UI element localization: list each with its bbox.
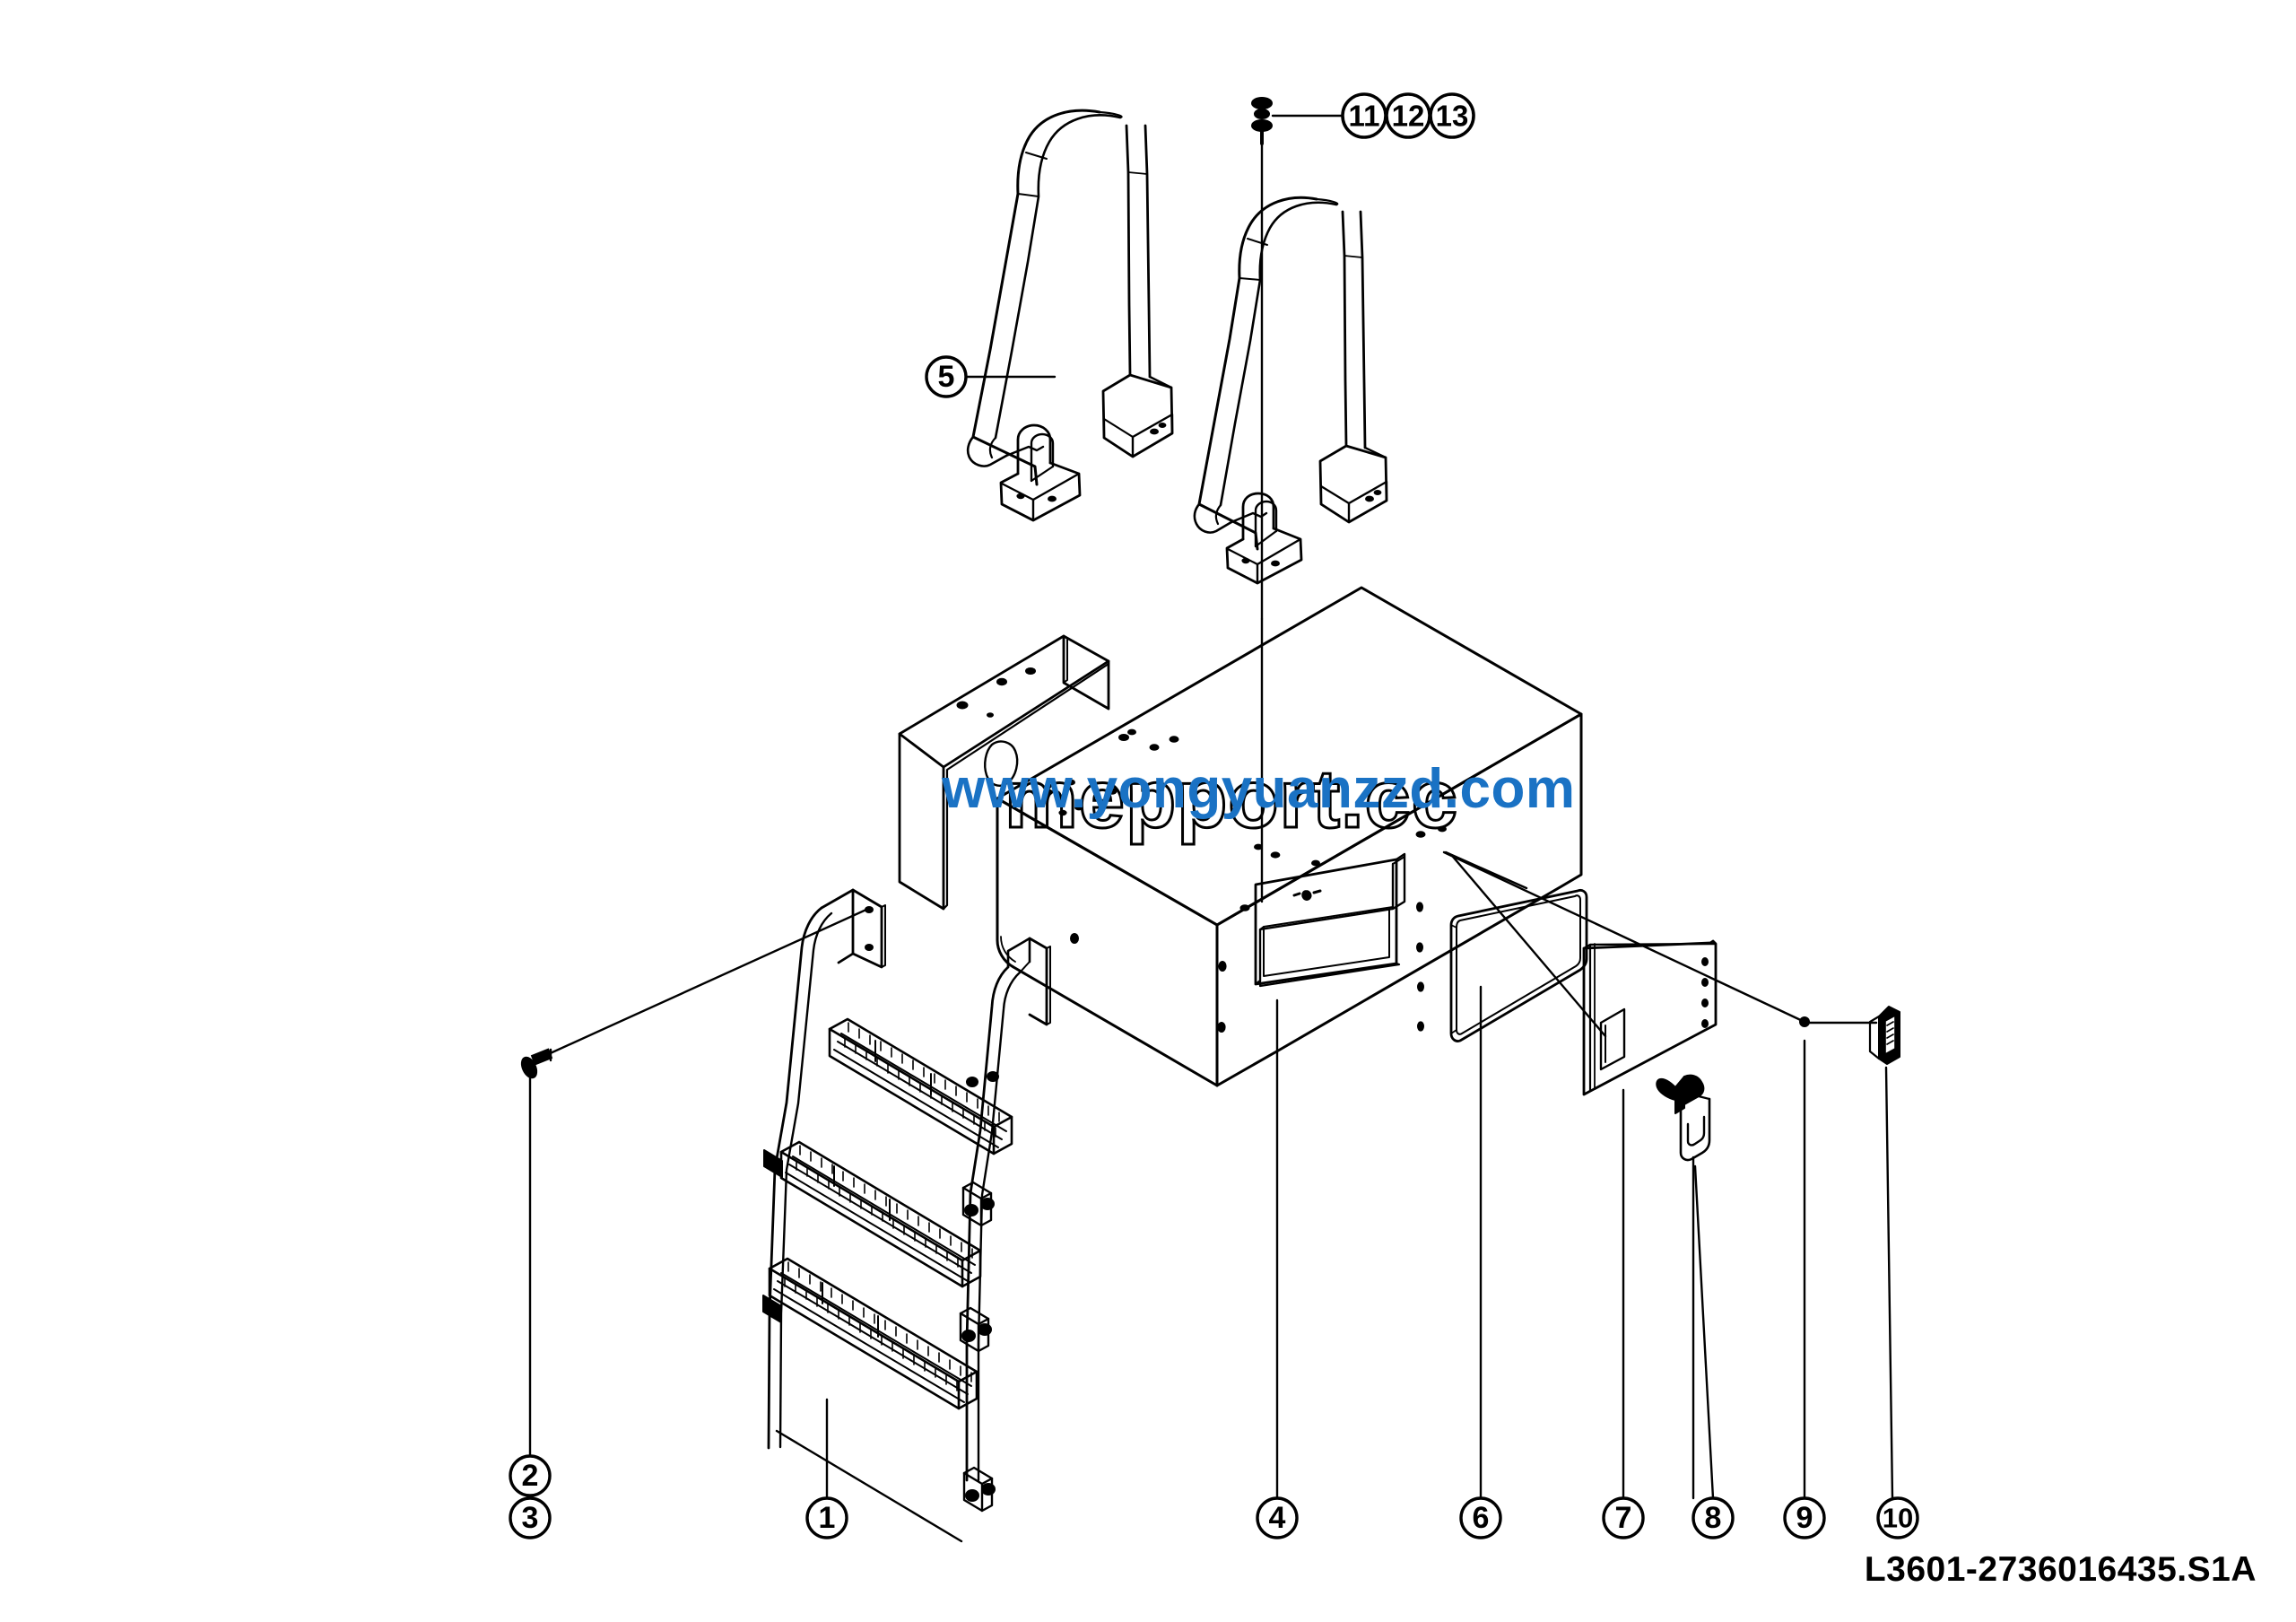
watermark-mepport: mepport.cc [1004, 754, 1458, 845]
watermark-yongyuanzzd: www.yongyuanzzd.com [941, 758, 1576, 820]
callout-3[interactable]: 3 [509, 1496, 552, 1539]
callout-11[interactable]: 11 [1341, 92, 1387, 139]
striker-keeper [1868, 1006, 1900, 1065]
callout-6-label: 6 [1473, 1501, 1490, 1535]
door-seal [1449, 889, 1588, 1042]
callout-9[interactable]: 9 [1783, 1496, 1826, 1539]
callout-6[interactable]: 6 [1459, 1496, 1502, 1539]
callout-4-label: 4 [1269, 1501, 1286, 1535]
callout-4[interactable]: 4 [1256, 1496, 1299, 1539]
callout-8-label: 8 [1705, 1501, 1722, 1535]
callout-2[interactable]: 2 [509, 1454, 552, 1497]
callout-12-label: 12 [1392, 100, 1425, 133]
callout-3-label: 3 [522, 1501, 539, 1535]
callout-9-label: 9 [1796, 1501, 1813, 1535]
callout-5-label: 5 [938, 360, 955, 394]
drawing-part-number: L3601-2736016435.S1A [1864, 1550, 2257, 1589]
callout-11-label: 11 [1349, 100, 1380, 133]
callout-5[interactable]: 5 [925, 355, 968, 398]
handrail-left [966, 109, 1174, 522]
door-latch [1656, 1074, 1711, 1162]
callout-2-label: 2 [522, 1459, 539, 1493]
battery-box [898, 586, 1583, 1087]
callout-8[interactable]: 8 [1692, 1496, 1735, 1539]
callout-1[interactable]: 1 [805, 1496, 848, 1539]
callout-1-label: 1 [819, 1501, 836, 1535]
handrail-bolt-stack-icon [1251, 97, 1273, 145]
callout-10-label: 10 [1883, 1503, 1913, 1534]
callout-7[interactable]: 7 [1602, 1496, 1645, 1539]
access-ladder [762, 888, 1051, 1543]
watermark-group: mepport.cc www.yongyuanzzd.com [941, 753, 1576, 847]
handrail-right [1193, 196, 1388, 585]
leader-lines [528, 114, 1894, 1500]
callout-10[interactable]: 10 [1876, 1496, 1919, 1539]
callout-13-label: 13 [1436, 100, 1469, 133]
callout-7-label: 7 [1615, 1501, 1632, 1535]
callout-12[interactable]: 12 [1385, 92, 1431, 139]
callout-group: 1 2 3 4 5 6 [509, 92, 1919, 1539]
callout-13[interactable]: 13 [1429, 92, 1475, 139]
access-door-panel [1582, 939, 1718, 1096]
